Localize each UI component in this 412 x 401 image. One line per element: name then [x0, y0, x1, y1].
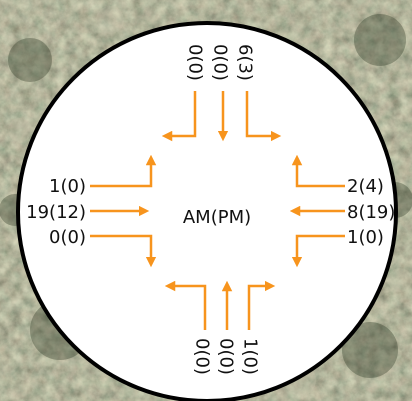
south-right-count: 1(0) — [240, 338, 261, 375]
east-right-count: 1(0) — [347, 227, 384, 248]
south-through-count: 0(0) — [216, 338, 237, 375]
north-left-count: 0(0) — [185, 44, 206, 81]
east-left-count: 2(4) — [347, 176, 384, 197]
north-through-count: 0(0) — [210, 44, 231, 81]
west-left-turn-arrow — [90, 154, 157, 188]
diagram-circle — [16, 21, 398, 401]
south-left-count: 0(0) — [192, 338, 213, 375]
north-right-turn-arrow — [245, 91, 282, 142]
west-through-count: 19(12) — [26, 202, 86, 223]
west-right-turn-arrow — [90, 234, 157, 268]
north-right-count: 6(3) — [235, 44, 256, 81]
west-left-count: 1(0) — [49, 176, 86, 197]
west-right-count: 0(0) — [49, 227, 86, 248]
center-label: AM(PM) — [183, 207, 251, 228]
east-left-turn-arrow — [291, 154, 345, 188]
east-through-count: 8(19) — [347, 202, 395, 223]
south-right-turn-arrow — [247, 280, 276, 330]
south-left-turn-arrow — [164, 280, 207, 330]
east-right-turn-arrow — [291, 234, 345, 268]
north-left-turn-arrow — [161, 91, 197, 142]
